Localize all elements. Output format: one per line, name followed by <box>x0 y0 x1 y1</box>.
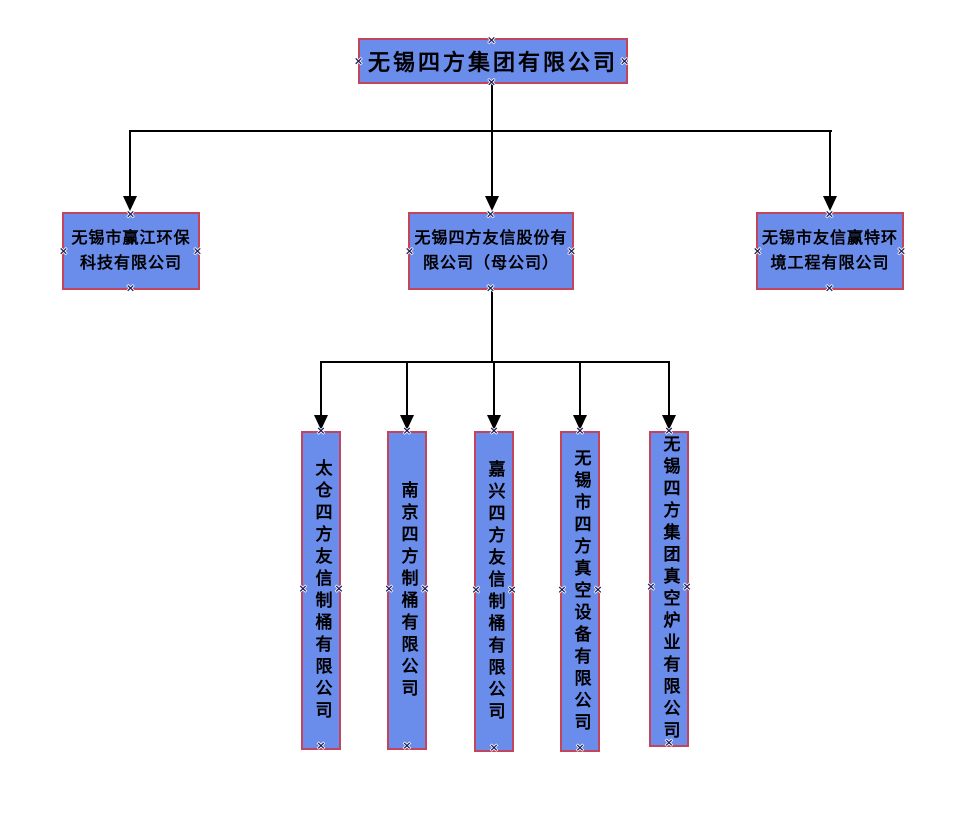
selection-handle[interactable]: × <box>485 207 497 221</box>
selection-handle[interactable]: × <box>619 54 633 68</box>
connector-drop-right <box>829 130 831 198</box>
selection-handle[interactable]: × <box>486 33 500 47</box>
selection-handle[interactable]: × <box>125 281 137 295</box>
org-box-sub-subsidiary-4-label: 无锡市四方真空设备有限公司 <box>570 448 591 735</box>
selection-handle[interactable]: × <box>400 424 414 442</box>
connector-level2-rail <box>320 361 670 363</box>
selection-handle[interactable]: × <box>125 207 137 221</box>
selection-handle[interactable]: × <box>573 424 587 442</box>
arrowhead-sub-2 <box>400 415 414 430</box>
org-box-sub-subsidiary-5-label: 无锡四方集团真空炉业有限公司 <box>659 435 680 743</box>
connector-level1-rail <box>129 130 832 132</box>
arrowhead-center <box>485 196 499 211</box>
selection-handle[interactable]: × <box>591 582 605 601</box>
selection-handle[interactable]: × <box>486 75 500 89</box>
org-box-root-label: 无锡四方集团有限公司 <box>367 50 618 76</box>
connector-drop-2 <box>406 361 408 417</box>
org-box-sub-subsidiary-3-label: 嘉兴四方友信制桶有限公司 <box>484 459 505 724</box>
connector-root-stem <box>491 84 493 198</box>
selection-handle[interactable]: × <box>680 580 694 598</box>
org-box-sub-subsidiary-2[interactable]: 南京四方制桶有限公司 × × × × <box>382 424 432 757</box>
org-box-sub-subsidiary-5[interactable]: 无锡四方集团真空炉业有限公司 × × × × <box>644 424 694 754</box>
org-box-root[interactable]: 无锡四方集团有限公司 ×××× <box>354 33 629 88</box>
selection-handle[interactable]: × <box>332 581 346 600</box>
connector-drop-left <box>129 130 131 198</box>
selection-handle[interactable]: × <box>353 54 367 68</box>
selection-handle[interactable]: × <box>505 582 519 601</box>
connector-drop-4 <box>579 361 581 417</box>
org-box-subsidiary-1-label: 无锡市赢江环保科技有限公司 <box>71 228 191 272</box>
selection-handle[interactable]: × <box>824 207 836 221</box>
org-box-parent-company-label: 无锡四方友信股份有限公司（母公司） <box>414 228 568 272</box>
selection-handle[interactable]: × <box>487 424 501 442</box>
selection-handle[interactable]: × <box>296 581 310 600</box>
connector-drop-3 <box>493 361 495 417</box>
arrowhead-sub-3 <box>487 415 501 430</box>
org-box-sub-subsidiary-1-label: 太仓四方友信制桶有限公司 <box>311 458 332 723</box>
connector-drop-5 <box>668 361 670 417</box>
arrowhead-left <box>123 196 137 211</box>
selection-handle[interactable]: × <box>400 739 414 757</box>
selection-handle[interactable]: × <box>896 244 908 258</box>
selection-handle[interactable]: × <box>485 281 497 295</box>
selection-handle[interactable]: × <box>404 244 416 258</box>
selection-handle[interactable]: × <box>314 424 328 442</box>
org-box-sub-subsidiary-4[interactable]: 无锡市四方真空设备有限公司 × × × × <box>555 424 605 759</box>
selection-handle[interactable]: × <box>487 741 501 759</box>
selection-handle[interactable]: × <box>469 582 483 601</box>
arrowhead-sub-5 <box>662 415 676 430</box>
selection-handle[interactable]: × <box>644 580 658 598</box>
connector-parent-stem <box>491 290 493 362</box>
selection-handle[interactable]: × <box>192 244 204 258</box>
selection-handle[interactable]: × <box>382 581 396 600</box>
arrowhead-sub-1 <box>314 415 328 430</box>
org-box-subsidiary-3-label: 无锡市友信赢特环境工程有限公司 <box>761 228 898 272</box>
connector-drop-1 <box>320 361 322 417</box>
arrowhead-sub-4 <box>573 415 587 430</box>
selection-handle[interactable]: × <box>58 244 70 258</box>
selection-handle[interactable]: × <box>314 739 328 757</box>
selection-handle[interactable]: × <box>662 424 676 442</box>
selection-handle[interactable]: × <box>418 581 432 600</box>
org-box-parent-company[interactable]: 无锡四方友信股份有限公司（母公司） × × × × <box>404 207 578 294</box>
selection-handle[interactable]: × <box>824 281 836 295</box>
selection-handle[interactable]: × <box>555 582 569 601</box>
org-box-subsidiary-1[interactable]: 无锡市赢江环保科技有限公司 × × × × <box>58 207 204 294</box>
selection-handle[interactable]: × <box>752 244 764 258</box>
selection-handle[interactable]: × <box>573 741 587 759</box>
selection-handle[interactable]: × <box>566 244 578 258</box>
org-box-sub-subsidiary-1[interactable]: 太仓四方友信制桶有限公司 × × × × <box>296 424 346 757</box>
org-box-sub-subsidiary-2-label: 南京四方制桶有限公司 <box>397 480 418 701</box>
org-box-sub-subsidiary-3[interactable]: 嘉兴四方友信制桶有限公司 × × × × <box>469 424 519 759</box>
arrowhead-right <box>823 196 837 211</box>
selection-handle[interactable]: × <box>662 736 676 754</box>
org-box-subsidiary-3[interactable]: 无锡市友信赢特环境工程有限公司 × × × × <box>752 207 908 294</box>
